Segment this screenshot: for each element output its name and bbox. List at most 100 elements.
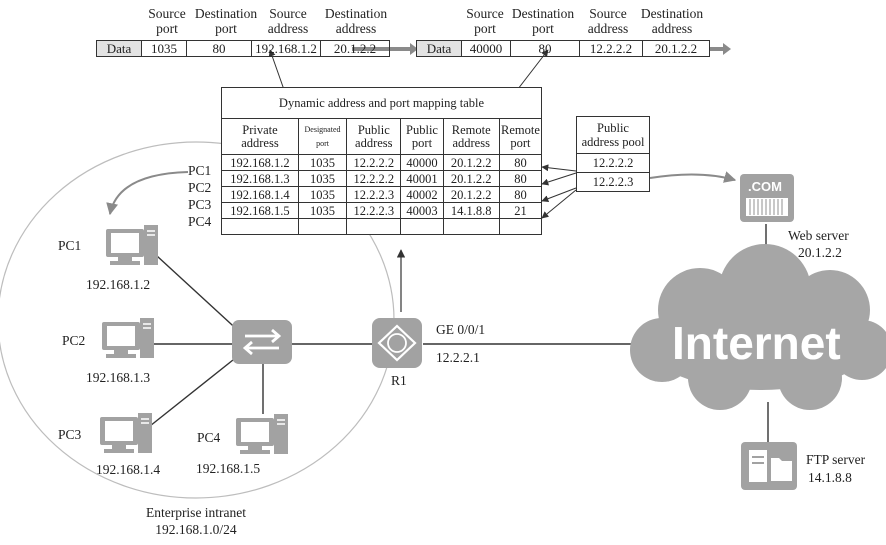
pc4-icon (236, 414, 288, 454)
address-pool: Public address pool 12.2.2.2 12.2.2.3 (576, 116, 650, 192)
web-server-ip: 20.1.2.2 (798, 245, 842, 260)
pkt1-header-source-address: Source address (267, 6, 309, 36)
col-remote-port: Remote port (498, 118, 543, 155)
mapping-table-title: Dynamic address and port mapping table (221, 87, 542, 119)
pc1-name: PC1 (58, 238, 82, 253)
pkt2-header-destination-port: Destination port (511, 6, 575, 36)
row-label-pc1: PC1 (188, 163, 212, 178)
pkt2-header-source-port: Source port (466, 6, 504, 36)
col-designated-port: Designated port (297, 118, 348, 155)
pkt2-dst-addr: 20.1.2.2 (642, 40, 710, 57)
link-pc3-switch (149, 355, 239, 427)
packet-before-nat: Data 1035 80 192.168.1.2 20.1.2.2 (96, 40, 390, 57)
pool-arrow-3 (541, 187, 577, 203)
cell: 80 (498, 186, 543, 203)
col-private-address: Private address (221, 118, 299, 155)
pc4-name: PC4 (197, 430, 221, 445)
web-server-icon (740, 174, 794, 222)
row-label-pc2: PC2 (188, 180, 212, 195)
pc3-icon (100, 413, 152, 453)
col-public-port: Public port (400, 118, 444, 155)
row-label-pc4: PC4 (188, 214, 212, 229)
packet-after-nat: Data 40000 80 12.2.2.2 20.1.2.2 (416, 40, 710, 57)
cell: 40002 (400, 186, 444, 203)
ftp-server-ip: 14.1.8.8 (808, 470, 852, 485)
pool-address: 12.2.2.3 (576, 172, 650, 192)
pc1-ip: 192.168.1.2 (86, 277, 151, 292)
web-server-label: Web server (788, 228, 849, 243)
cell: 14.1.8.8 (442, 202, 500, 219)
col-public-address: Public address (346, 118, 402, 155)
cell: 1035 (297, 186, 348, 203)
intranet-subnet: 192.168.1.0/24 (155, 522, 237, 537)
pkt1-dst-port: 80 (186, 40, 252, 57)
col-remote-address: Remote address (442, 118, 500, 155)
pool-to-webserver-arrow (649, 171, 737, 183)
router-interface: GE 0/0/1 (436, 322, 486, 337)
cell: 12.2.2.2 (346, 170, 402, 187)
pc2-icon (102, 318, 154, 358)
router-name: R1 (391, 373, 407, 388)
pc2-name: PC2 (62, 333, 86, 348)
cell: 20.1.2.2 (442, 186, 500, 203)
table-row: 192.168.1.5 1035 12.2.2.3 40003 14.1.8.8… (221, 202, 543, 219)
internet-label: Internet (672, 317, 841, 369)
pc1-return-arrow (106, 171, 189, 216)
pkt1-src-port: 1035 (141, 40, 187, 57)
cell: 80 (498, 170, 543, 187)
table-row: 192.168.1.3 1035 12.2.2.2 40001 20.1.2.2… (221, 170, 543, 187)
pool-arrow-1 (541, 164, 577, 172)
cell: 12.2.2.3 (346, 202, 402, 219)
pkt1-dst-addr: 20.1.2.2 (320, 40, 390, 57)
pkt2-src-port: 40000 (461, 40, 511, 57)
pool-arrow-2 (541, 172, 577, 186)
cell: 192.168.1.3 (221, 170, 299, 187)
table-row: 192.168.1.4 1035 12.2.2.3 40002 20.1.2.2… (221, 186, 543, 203)
pool-title: Public address pool (576, 116, 650, 154)
pkt1-header-source-port: Source port (148, 6, 186, 36)
pkt1-header-destination-port: Destination port (194, 6, 258, 36)
row-label-pc3: PC3 (188, 197, 212, 212)
web-server-badge: .COM (748, 179, 782, 194)
pkt1-src-addr: 192.168.1.2 (251, 40, 321, 57)
cell: 192.168.1.5 (221, 202, 299, 219)
pkt1-data: Data (96, 40, 142, 57)
router-ip: 12.2.2.1 (436, 350, 480, 365)
cell: 12.2.2.3 (346, 186, 402, 203)
pc4-ip: 192.168.1.5 (196, 461, 261, 476)
packet-flow-arrowhead-2 (723, 43, 731, 55)
pkt2-src-addr: 12.2.2.2 (579, 40, 643, 57)
pool-address: 12.2.2.2 (576, 153, 650, 173)
pc1-icon (106, 225, 158, 265)
ftp-server-label: FTP server (806, 452, 866, 467)
mapping-table: Dynamic address and port mapping table P… (221, 87, 543, 235)
pkt2-data: Data (416, 40, 462, 57)
cell: 20.1.2.2 (442, 154, 500, 171)
cell: 40003 (400, 202, 444, 219)
internet-cloud (630, 244, 886, 410)
table-row: 192.168.1.2 1035 12.2.2.2 40000 20.1.2.2… (221, 154, 543, 171)
cell: 40001 (400, 170, 444, 187)
ftp-server-icon (741, 442, 797, 490)
pkt2-header-destination-address: Destination address (640, 6, 704, 36)
cell: 192.168.1.4 (221, 186, 299, 203)
pool-arrow-4 (541, 189, 577, 219)
pc3-ip: 192.168.1.4 (96, 462, 161, 477)
pc2-ip: 192.168.1.3 (86, 370, 151, 385)
pkt2-dst-port: 80 (510, 40, 580, 57)
router-icon (372, 318, 422, 368)
pkt1-header-destination-address: Destination address (324, 6, 388, 36)
packet-flow-arrowhead-1 (410, 43, 418, 55)
cell: 12.2.2.2 (346, 154, 402, 171)
cell: 192.168.1.2 (221, 154, 299, 171)
cell: 1035 (297, 170, 348, 187)
pc3-name: PC3 (58, 427, 82, 442)
intranet-label: Enterprise intranet (145, 505, 247, 520)
cell: 20.1.2.2 (442, 170, 500, 187)
table-row-empty (221, 218, 543, 235)
cell: 1035 (297, 202, 348, 219)
cell: 21 (498, 202, 543, 219)
cell: 40000 (400, 154, 444, 171)
pkt2-header-source-address: Source address (587, 6, 629, 36)
